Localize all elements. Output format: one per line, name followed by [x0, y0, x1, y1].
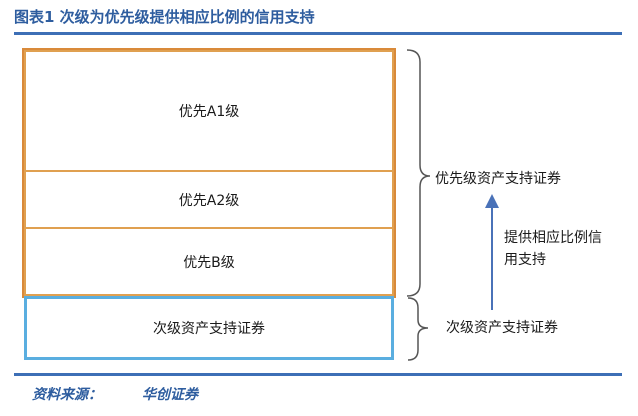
junior-brace [407, 297, 429, 361]
tranche-senior-b-label: 优先B级 [183, 254, 235, 271]
senior-group-label: 优先级资产支持证券 [435, 171, 561, 187]
tranche-senior-b: 优先B级 [24, 227, 394, 296]
tranche-junior-label: 次级资产支持证券 [153, 321, 265, 337]
source-line: 资料来源： 华创证券 [32, 384, 198, 404]
figure-title: 图表1 次级为优先级提供相应比例的信用支持 [14, 8, 315, 26]
tranche-senior-a2-label: 优先A2级 [178, 192, 240, 209]
top-rule [14, 32, 622, 35]
tranche-senior-a1-label: 优先A1级 [178, 104, 240, 120]
junior-group-label: 次级资产支持证券 [446, 320, 558, 336]
bottom-rule [14, 373, 622, 376]
support-arrow-head [485, 194, 499, 208]
source-label: 资料来源： [32, 387, 102, 403]
support-label: 提供相应比例信用支持 [504, 230, 602, 268]
tranche-junior: 次级资产支持证券 [24, 296, 394, 360]
source-value: 华创证券 [142, 387, 198, 403]
senior-brace [406, 49, 431, 297]
